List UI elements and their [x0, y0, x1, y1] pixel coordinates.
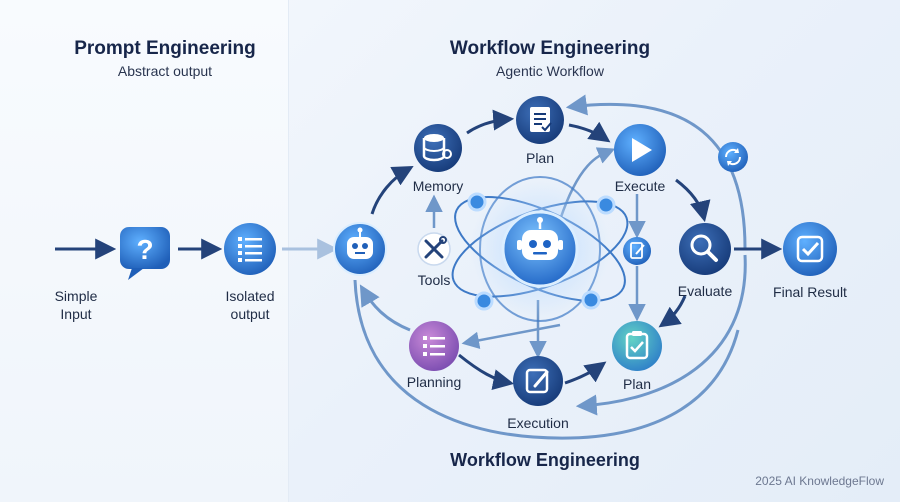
clipboard-check-icon: [612, 321, 662, 371]
workflow-engineering-bottom-title: Workflow Engineering: [450, 450, 640, 470]
question-bubble-icon: ?: [120, 227, 170, 280]
orbit-nodes: [467, 192, 616, 311]
core-to-planning-arrow: [461, 323, 561, 349]
outer-loop-bottom-arc: [353, 279, 740, 440]
outer-loop-right-arc: [575, 254, 747, 416]
memory-to-plan-arrow: [466, 109, 515, 135]
agentic-workflow-subtitle: Agentic Workflow: [496, 63, 604, 79]
execute-to-evaluate-arrow: [675, 178, 711, 223]
evaluate-to-plan-arrow: [658, 295, 687, 328]
execution-label: Execution: [507, 415, 569, 431]
planning-to-agent-arrow: [359, 284, 411, 332]
evaluate-label: Evaluate: [677, 283, 733, 299]
agent-robot-icon: [333, 222, 387, 276]
checkbox-icon: [783, 222, 837, 276]
workflow-engineering-title: Workflow Engineering: [449, 38, 651, 59]
checklist-icon: [409, 321, 459, 371]
execution-to-plan-arrow: [564, 361, 607, 385]
database-icon: [414, 124, 462, 172]
magnifier-icon: [679, 223, 731, 275]
document-icon: [516, 96, 564, 144]
footer-credit: 2025 AI KnowledgeFlow: [755, 474, 884, 488]
final-result-label: Final Result: [773, 284, 847, 300]
play-icon: [614, 124, 666, 176]
refresh-icon: [718, 142, 748, 172]
core-agent-robot-icon: [501, 210, 579, 288]
planning-label: Planning: [406, 374, 462, 390]
simple-input-label: Simple Input: [54, 288, 98, 322]
memory-label: Memory: [412, 178, 464, 194]
pencil-square-icon: [513, 356, 563, 406]
prompt-engineering-subtitle: Abstract output: [117, 63, 213, 79]
plan-bottom-label: Plan: [622, 376, 652, 392]
execute-label: Execute: [614, 178, 666, 194]
tools-label: Tools: [417, 272, 451, 288]
svg-text:?: ?: [136, 234, 153, 265]
list-output-icon: [224, 223, 276, 275]
planning-to-execution-arrow: [458, 353, 515, 390]
edit-icon: [623, 237, 651, 265]
plan-top-label: Plan: [525, 150, 555, 166]
prompt-engineering-title: Prompt Engineering: [74, 38, 256, 59]
outer-loop-top-arc: [565, 94, 747, 249]
agent-to-memory-arrow: [370, 165, 414, 215]
plan-to-execute-arrow: [568, 121, 611, 143]
tools-icon: [417, 232, 451, 266]
isolated-output-label: Isolated output: [225, 288, 275, 322]
